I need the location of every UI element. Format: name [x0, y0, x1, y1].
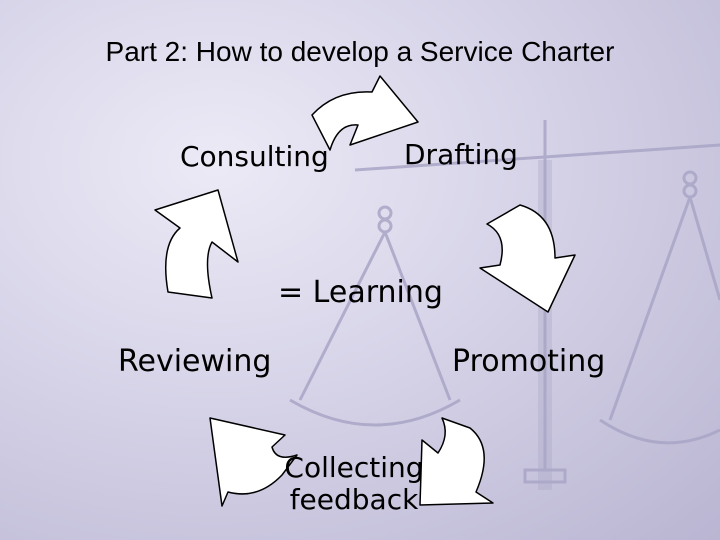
arrow-reviewing-to-consulting [154, 189, 239, 299]
stage-consulting: Consulting [180, 140, 329, 173]
arrow-consulting-to-drafting [311, 75, 419, 151]
stage-collecting-feedback: Collecting feedback [264, 452, 444, 516]
stage-collecting-line2: feedback [289, 483, 419, 516]
stage-promoting: Promoting [452, 344, 606, 379]
arrow-collecting-to-reviewing [209, 417, 298, 507]
stage-collecting-line1: Collecting [284, 451, 424, 484]
stage-reviewing: Reviewing [118, 344, 272, 379]
slide-title: Part 2: How to develop a Service Charter [105, 36, 615, 67]
center-label-learning: = Learning [278, 275, 443, 310]
arrow-promoting-to-collecting [419, 417, 494, 506]
arrow-drafting-to-promoting [479, 204, 576, 313]
stage-drafting: Drafting [404, 138, 518, 171]
